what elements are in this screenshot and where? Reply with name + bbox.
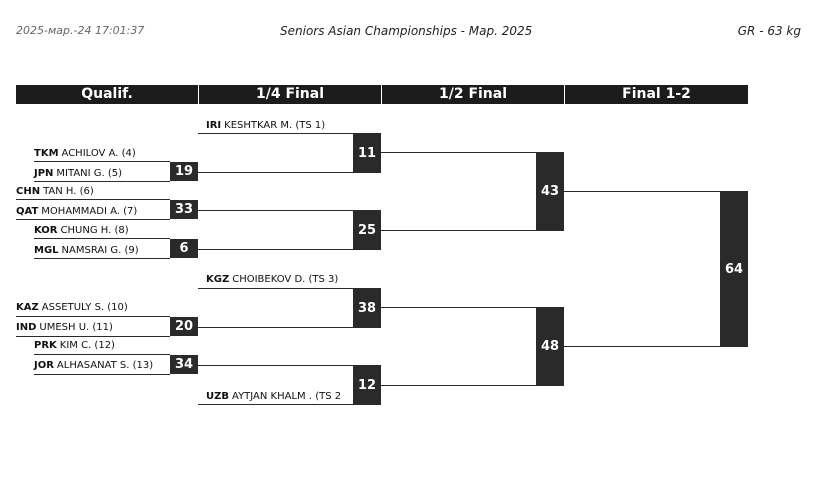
bracket-line	[34, 181, 170, 182]
athlete-name: CHUNG H. (8)	[60, 225, 129, 236]
bracket-line	[34, 161, 170, 162]
bracket-line	[198, 249, 353, 250]
round-header-bar: Qualif. 1/4 Final 1/2 Final Final 1-2	[16, 85, 748, 104]
bracket-line	[381, 307, 536, 308]
bracket-line	[34, 354, 170, 355]
bracket-line	[198, 365, 353, 366]
bracket-line	[16, 336, 170, 337]
bout-number: 43	[536, 152, 564, 231]
country-code: KAZ	[16, 302, 39, 313]
country-code: KOR	[34, 225, 58, 236]
bracket-line	[34, 238, 170, 239]
bout-number: 33	[170, 200, 198, 219]
athlete-name: TAN H. (6)	[43, 186, 94, 197]
bout-number: 11	[353, 133, 381, 173]
bout-number: 12	[353, 365, 381, 405]
athlete-name: ACHILOV A. (4)	[61, 148, 136, 159]
athlete-name: ASSETULY S. (10)	[41, 302, 128, 313]
country-code: QAT	[16, 206, 39, 217]
bracket-line	[381, 152, 536, 153]
country-code: TKM	[34, 148, 59, 159]
round-label-semi-final: 1/2 Final	[382, 85, 565, 104]
bracket-line	[198, 172, 353, 173]
country-code: JOR	[34, 360, 54, 371]
bracket-line	[198, 210, 353, 211]
country-code: JPN	[34, 168, 54, 179]
country-code: IND	[16, 322, 37, 333]
weight-class: GR - 63 kg	[737, 24, 801, 38]
bracket-line	[34, 374, 170, 375]
timestamp: 2025-мар.-24 17:01:37	[16, 24, 145, 37]
country-code: KGZ	[206, 274, 230, 285]
bracket-line	[198, 327, 353, 328]
athlete-name: KIM C. (12)	[59, 340, 115, 351]
bout-number: 64	[720, 191, 748, 347]
bout-number: 38	[353, 288, 381, 328]
bracket-line	[16, 219, 170, 220]
bracket-line	[198, 288, 353, 289]
country-code: UZB	[206, 391, 229, 402]
bracket-line	[198, 404, 353, 405]
event-title: Seniors Asian Championships - Мар. 2025	[280, 24, 533, 38]
country-code: CHN	[16, 186, 41, 197]
athlete-name: KESHTKAR M. (TS 1)	[224, 120, 326, 131]
bout-number: 34	[170, 355, 198, 374]
bout-number: 25	[353, 210, 381, 250]
bracket-line	[16, 316, 170, 317]
round-label-quarter-final: 1/4 Final	[199, 85, 382, 104]
bout-number: 19	[170, 162, 198, 181]
bracket-line	[564, 346, 720, 347]
bracket-line	[34, 258, 170, 259]
athlete-name: UMESH U. (11)	[39, 322, 113, 333]
bout-number: 6	[170, 239, 198, 258]
athlete-name: MOHAMMADI A. (7)	[41, 206, 138, 217]
athlete-name: NAMSRAI G. (9)	[61, 245, 139, 256]
country-code: MGL	[34, 245, 59, 256]
athlete-name: MITANI G. (5)	[56, 168, 123, 179]
bout-number: 20	[170, 317, 198, 336]
bracket-line	[16, 199, 170, 200]
athlete-name: AYTJAN KHALM . (TS 2	[232, 391, 342, 402]
bracket-line	[198, 133, 353, 134]
athlete-name: ALHASANAT S. (13)	[56, 360, 154, 371]
country-code: IRI	[206, 120, 222, 131]
bracket-line	[381, 385, 536, 386]
bracket-line	[381, 230, 536, 231]
country-code: PRK	[34, 340, 57, 351]
bout-number: 48	[536, 307, 564, 386]
bracket-line	[564, 191, 720, 192]
round-label-qualif: Qualif.	[16, 85, 199, 104]
round-label-final: Final 1-2	[622, 86, 691, 102]
athlete-name: CHOIBEKOV D. (TS 3)	[232, 274, 339, 285]
